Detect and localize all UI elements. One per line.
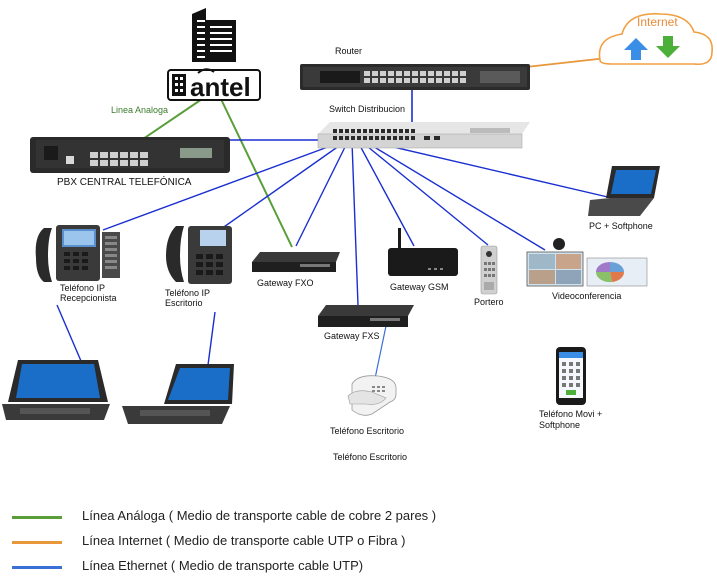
- label-ip-phone-reception-2: Recepcionista: [60, 293, 117, 303]
- ip-phone-reception: [35, 225, 120, 282]
- laptop-pc-softphone: [588, 166, 660, 216]
- label-mobile-phone-1: Teléfono Movi +: [539, 409, 603, 419]
- ethernet-phone-recep-laptop: [56, 304, 82, 362]
- label-pbx: PBX CENTRAL TELEFÓNICA: [57, 177, 192, 188]
- legend-internet: Línea Internet ( Medio de transporte cab…: [12, 533, 712, 551]
- label-switch: Switch Distribucion: [329, 104, 406, 114]
- label-router: Router: [335, 46, 363, 56]
- internet-cloud: [598, 13, 713, 66]
- door-intercom-device: [480, 245, 498, 295]
- legend-ethernet-swatch: [12, 566, 62, 569]
- gateway-fxs-device: [318, 305, 414, 327]
- arrow-up-icon: [624, 38, 648, 60]
- ethernet-switch-phone-recep: [102, 140, 345, 231]
- label-desk-phone-2: Teléfono Escritorio: [333, 452, 408, 462]
- ethernet-phone-esc-laptop: [207, 311, 216, 366]
- analog-line-antel-fxo: [219, 96, 293, 248]
- label-linea-analoga: Linea Analoga: [111, 105, 169, 115]
- ethernet-switch-video: [365, 141, 546, 251]
- pbx-device: [30, 137, 230, 173]
- switch-device: [317, 122, 530, 149]
- legend-internet-text: Línea Internet ( Medio de transporte cab…: [82, 533, 406, 548]
- ethernet-switch-portero: [361, 141, 489, 246]
- ethernet-switch-phone-esc: [220, 140, 347, 230]
- label-ip-phone-desk-2: Escritorio: [165, 298, 203, 308]
- router-device: [300, 64, 530, 90]
- ethernet-switch-pc: [371, 141, 613, 199]
- arrow-down-icon: [656, 36, 680, 58]
- videoconference-device: [526, 238, 648, 287]
- label-portero: Portero: [474, 297, 504, 307]
- pie-chart-icon: [595, 262, 625, 283]
- label-pc-softphone: PC + Softphone: [589, 221, 653, 231]
- legend-internet-swatch: [12, 541, 62, 544]
- label-gateway-fxo: Gateway FXO: [257, 278, 314, 288]
- ethernet-switch-fxo: [295, 140, 349, 247]
- ethernet-switch-fxs: [351, 141, 359, 306]
- legend-ethernet: Línea Ethernet ( Medio de transporte cab…: [12, 558, 712, 576]
- antel-logo-text: antel: [190, 72, 251, 102]
- analog-desk-phone: [347, 375, 397, 416]
- ip-phone-desk: [166, 226, 232, 284]
- label-desk-phone-1: Teléfono Escritorio: [330, 426, 405, 436]
- label-mobile-phone-2: Softphone: [539, 420, 581, 430]
- label-ip-phone-reception-1: Teléfono IP: [60, 283, 106, 293]
- label-videoconferencia: Videoconferencia: [552, 291, 622, 301]
- ethernet-switch-gsm: [357, 141, 415, 247]
- antel-building-icon: [192, 8, 236, 62]
- antel-logo: antel: [167, 68, 261, 102]
- legend-analog-swatch: [12, 516, 62, 519]
- gateway-gsm-device: [388, 228, 458, 276]
- legend-analog-text: Línea Análoga ( Medio de transporte cabl…: [82, 508, 437, 523]
- gateway-fxo-device: [252, 252, 340, 272]
- label-gateway-fxs: Gateway FXS: [324, 331, 380, 341]
- label-gateway-gsm: Gateway GSM: [390, 282, 449, 292]
- laptop-desk: [122, 364, 234, 424]
- legend-ethernet-text: Línea Ethernet ( Medio de transporte cab…: [82, 558, 364, 573]
- mobile-phone-device: [556, 347, 586, 405]
- label-internet: Internet: [637, 15, 678, 29]
- label-ip-phone-desk-1: Teléfono IP: [165, 288, 211, 298]
- laptop-reception: [2, 360, 110, 420]
- legend-analog: Línea Análoga ( Medio de transporte cabl…: [12, 508, 712, 526]
